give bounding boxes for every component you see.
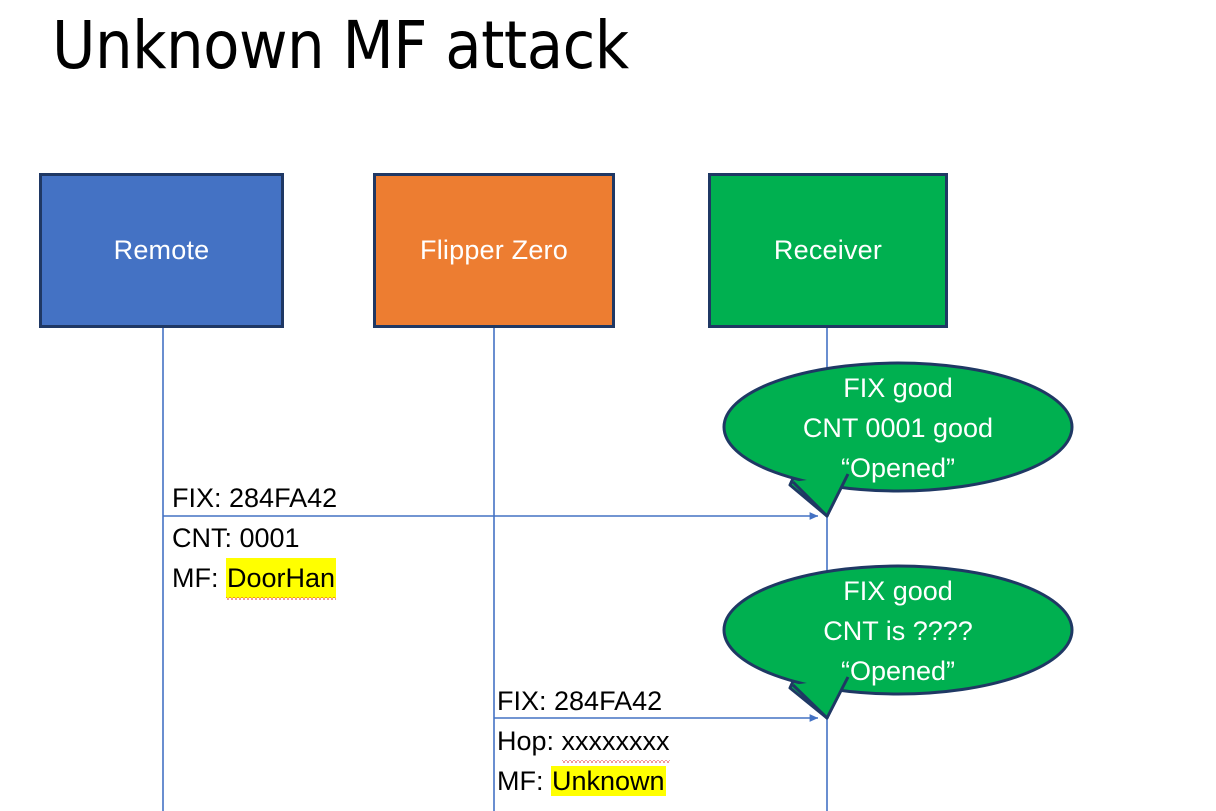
message-2-line-3-prefix: MF:	[497, 766, 551, 796]
message-2-line-1-prefix: FIX:	[497, 686, 555, 716]
message-1-line-1: FIX: 284FA42	[172, 478, 337, 518]
actor-label-receiver: Receiver	[773, 235, 883, 265]
actor-label-remote: Remote	[113, 235, 210, 265]
message-2-line-3: MF: Unknown	[497, 761, 666, 801]
message-2-line-3-value: Unknown	[551, 766, 666, 796]
callout-2-text: FIX good CNT is ???? “Opened”	[724, 571, 1072, 691]
callout-1-line-2: CNT 0001 good	[802, 413, 994, 443]
actor-label-flipper: Flipper Zero	[420, 235, 568, 265]
message-1-line-2-prefix: CNT:	[172, 523, 240, 553]
page-title: Unknown MF attack	[52, 7, 629, 84]
actor-box-remote[interactable]: Remote	[39, 173, 284, 328]
message-2-line-2-prefix: Hop:	[497, 726, 562, 756]
message-1-line-1-value: 284FA42	[229, 483, 338, 513]
message-2-line-2-value: xxxxxxxx	[561, 721, 670, 763]
callout-2-line-3: “Opened”	[840, 656, 956, 686]
actor-box-receiver[interactable]: Receiver	[708, 173, 948, 328]
message-1-line-3: MF: DoorHan	[172, 558, 337, 600]
message-1-line-2: CNT: 0001	[172, 518, 300, 558]
actor-box-flipper[interactable]: Flipper Zero	[373, 173, 615, 328]
callout-bubble-2	[722, 564, 1074, 720]
message-1-line-3-value: DoorHan	[226, 558, 337, 600]
message-1-line-3-prefix: MF:	[172, 563, 226, 593]
message-2-line-2: Hop: xxxxxxxx	[497, 721, 670, 763]
callout-2-line-1: FIX good	[843, 576, 953, 606]
message-1-line-2-value: 0001	[239, 523, 300, 553]
callout-bubble-1	[722, 361, 1074, 518]
callout-2-line-2: CNT is ????	[823, 616, 973, 646]
message-1-line-1-prefix: FIX:	[172, 483, 230, 513]
callout-1-line-3: “Opened”	[840, 453, 956, 483]
callout-1-line-1: FIX good	[843, 373, 953, 403]
message-2-line-1: FIX: 284FA42	[497, 681, 662, 721]
callout-1-text: FIX good CNT 0001 good “Opened”	[724, 368, 1072, 488]
message-2-line-1-value: 284FA42	[554, 686, 663, 716]
